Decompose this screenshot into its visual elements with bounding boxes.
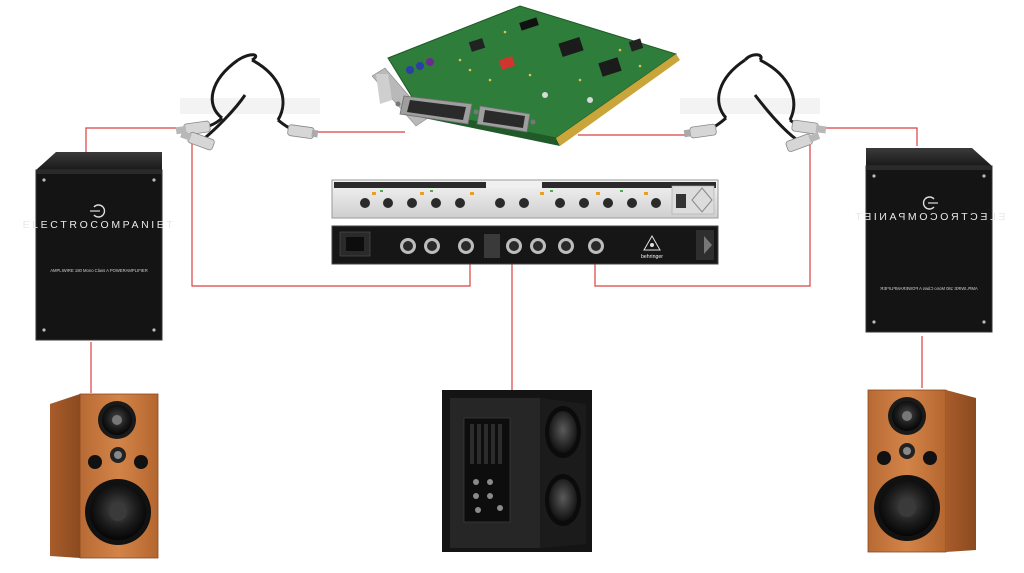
electrocompaniet-logo-icon <box>90 204 106 218</box>
subwoofer-icon <box>442 390 592 552</box>
amplifier-left-brand: ELECTROCOMPANIET <box>23 219 176 231</box>
wire-cable-right-to-crossover <box>594 140 811 287</box>
crossover-front-panel <box>331 179 719 219</box>
wire-cable-left-to-crossover <box>191 140 471 287</box>
floorstanding-speaker-left-icon <box>50 393 159 559</box>
amplifier-right-model: AMPLIWIRE 180 Mono Class A POWERAMPLIFIE… <box>880 286 978 291</box>
electrocompaniet-logo-icon <box>922 196 938 210</box>
signal-wires <box>85 127 923 393</box>
power-amplifier-right-icon: ELECTROCOMPANIET AMPLIWIRE 180 Mono Clas… <box>853 148 1006 333</box>
amplifier-right-brand: ELECTROCOMPANIET <box>853 211 1006 223</box>
crossover-back-panel: behringer <box>331 225 719 265</box>
xlr-y-cable-right-icon <box>683 53 827 152</box>
amplifier-left-model: AMPLIWIRE 180 Mono Class A POWERAMPLIFIE… <box>50 268 148 273</box>
power-amplifier-left-icon: ELECTROCOMPANIET AMPLIWIRE 180 Mono Clas… <box>23 152 176 341</box>
crossover-brand: behringer <box>641 254 663 260</box>
behringer-logo-icon <box>643 234 661 251</box>
xlr-y-cable-left-icon <box>175 53 319 151</box>
wire-cable-right-to-amp <box>812 127 918 146</box>
crossover-rack-unit-icon: behringer <box>331 179 719 265</box>
wire-amp-left-to-cable <box>85 127 190 154</box>
pcie-sound-card-icon <box>180 5 820 146</box>
floorstanding-speaker-right-icon <box>867 389 976 553</box>
